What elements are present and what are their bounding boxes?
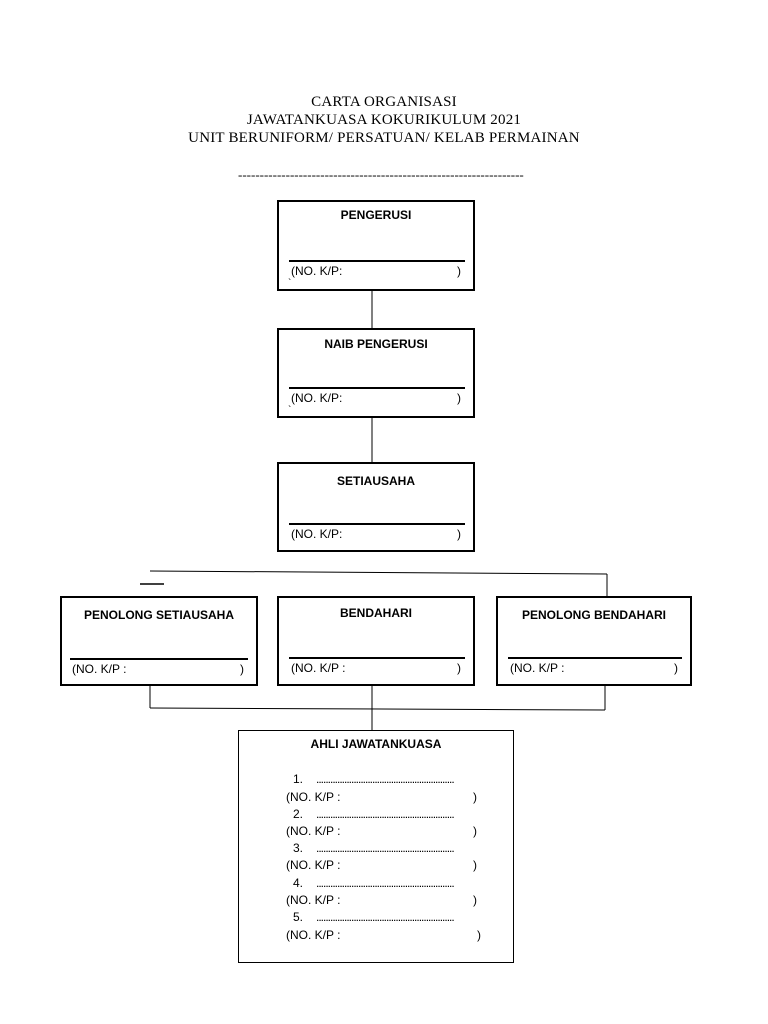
box-pengerusi: PENGERUSI (NO. K/P: ) ` bbox=[277, 200, 475, 291]
kp-label: (NO. K/P : bbox=[72, 662, 127, 676]
signature-line bbox=[289, 387, 465, 389]
box-ahli-jawatankuasa: AHLI JAWATANKUASA 1. ...................… bbox=[238, 730, 514, 963]
box-bendahari: BENDAHARI (NO. K/P : ) bbox=[277, 596, 475, 686]
box-title: NAIB PENGERUSI bbox=[324, 337, 428, 351]
member-name-line: ........................................… bbox=[316, 841, 455, 855]
signature-line bbox=[289, 523, 465, 525]
member-kp-close: ) bbox=[473, 824, 477, 838]
signature-line bbox=[70, 658, 248, 660]
member-number: 1. bbox=[293, 772, 304, 786]
member-kp-close: ) bbox=[473, 893, 477, 907]
box-naib-pengerusi: NAIB PENGERUSI (NO. K/P: ) ` bbox=[277, 328, 475, 418]
box-title: BENDAHARI bbox=[340, 606, 412, 620]
kp-label: (NO. K/P: bbox=[291, 264, 343, 278]
member-name-line: ........................................… bbox=[316, 807, 455, 821]
kp-label: (NO. K/P : bbox=[291, 661, 346, 675]
box-title: PENOLONG BENDAHARI bbox=[521, 608, 666, 622]
dashed-separator: ----------------------------------------… bbox=[238, 167, 524, 182]
signature-line bbox=[508, 657, 682, 659]
box-title: SETIAUSAHA bbox=[336, 474, 415, 488]
member-kp-label: (NO. K/P : bbox=[286, 928, 341, 942]
box-penolong-setiausaha: PENOLONG SETIAUSAHA (NO. K/P : ) bbox=[60, 596, 258, 686]
box-title: AHLI JAWATANKUASA bbox=[310, 737, 442, 751]
member-number: 2. bbox=[293, 807, 304, 821]
member-kp-label: (NO. K/P : bbox=[286, 824, 341, 838]
box-setiausaha: SETIAUSAHA (NO. K/P: ) bbox=[277, 462, 475, 552]
connector-bottom-bus bbox=[149, 707, 606, 711]
member-kp-label: (NO. K/P : bbox=[286, 790, 341, 804]
kp-close: ) bbox=[457, 661, 461, 675]
member-name-line: ........................................… bbox=[316, 772, 455, 786]
box-title: PENOLONG SETIAUSAHA bbox=[83, 608, 234, 622]
connector-top-bus bbox=[149, 570, 608, 575]
tick-mark: ` bbox=[288, 278, 292, 289]
kp-label: (NO. K/P : bbox=[510, 661, 565, 675]
member-number: 4. bbox=[293, 876, 304, 890]
chart-unit: UNIT BERUNIFORM/ PERSATUAN/ KELAB PERMAI… bbox=[188, 130, 580, 146]
box-title: PENGERUSI bbox=[340, 208, 412, 222]
kp-close: ) bbox=[457, 527, 461, 541]
member-kp-close: ) bbox=[473, 858, 477, 872]
member-number: 5. bbox=[293, 910, 304, 924]
signature-line bbox=[289, 260, 465, 262]
kp-label: (NO. K/P: bbox=[291, 391, 343, 405]
kp-close: ) bbox=[674, 661, 678, 675]
member-kp-label: (NO. K/P : bbox=[286, 858, 341, 872]
member-name-line: ........................................… bbox=[316, 910, 455, 924]
member-kp-close: ) bbox=[477, 928, 481, 942]
kp-close: ) bbox=[240, 662, 244, 676]
kp-close: ) bbox=[457, 391, 461, 405]
member-kp-close: ) bbox=[473, 790, 477, 804]
tick-mark: ` bbox=[288, 405, 292, 416]
kp-close: ) bbox=[457, 264, 461, 278]
box-penolong-bendahari: PENOLONG BENDAHARI (NO. K/P : ) bbox=[496, 596, 692, 686]
chart-title: CARTA ORGANISASI bbox=[311, 94, 457, 110]
member-number: 3. bbox=[293, 841, 304, 855]
kp-label: (NO. K/P: bbox=[291, 527, 343, 541]
member-name-line: ........................................… bbox=[316, 876, 455, 890]
signature-line bbox=[289, 657, 465, 659]
chart-subtitle: JAWATANKUASA KOKURIKULUM 2021 bbox=[246, 112, 522, 128]
member-kp-label: (NO. K/P : bbox=[286, 893, 341, 907]
